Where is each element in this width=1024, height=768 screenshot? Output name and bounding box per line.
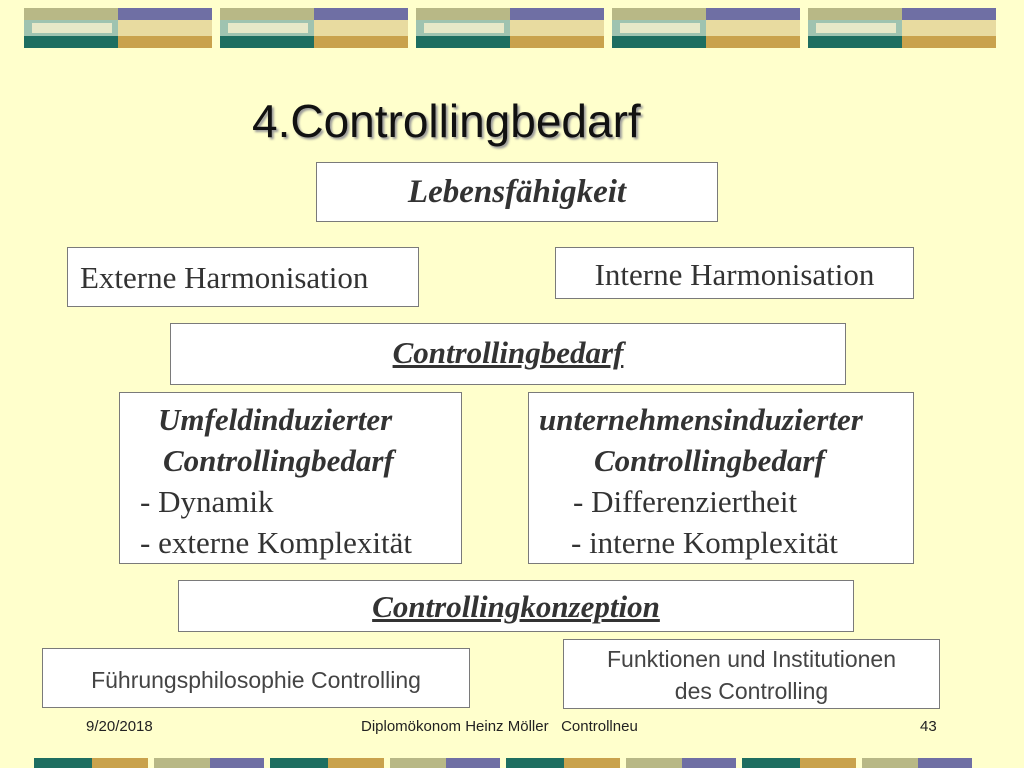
banner-tile [416,8,604,48]
funktionen-line-1: Funktionen und Institutionen [607,646,896,672]
banner-tile [808,8,996,48]
unternehmen-line-3: - Differenziertheit [573,484,798,519]
externe-harmonisation-label: Externe Harmonisation [80,260,369,295]
unternehmen-line-1: unternehmensinduzierter [539,402,863,437]
banner-tile [24,8,212,48]
umfeld-line-2: Controllingbedarf [163,443,394,478]
slide-title: 4.Controllingbedarf [252,95,641,147]
interne-harmonisation-label: Interne Harmonisation [594,257,875,292]
banner-tile [220,8,408,48]
umfeld-line-1: Umfeldinduzierter [158,402,393,437]
footer-page-number: 43 [920,718,937,735]
controllingbedarf-label: Controllingbedarf [392,335,624,370]
umfeld-box: Umfeldinduzierter Controllingbedarf - Dy… [119,392,462,564]
externe-harmonisation-box: Externe Harmonisation [67,247,419,307]
controllingkonzeption-box: Controllingkonzeption [178,580,854,632]
umfeld-line-3: - Dynamik [140,484,274,519]
footer-date: 9/20/2018 [86,718,153,735]
controllingbedarf-box: Controllingbedarf [170,323,846,385]
header-decoration-banner [0,8,1024,48]
funktionen-line-2: des Controlling [674,678,829,704]
fuehrungsphilosophie-label: Führungsphilosophie Controlling [91,667,421,693]
unternehmen-line-2: Controllingbedarf [594,443,825,478]
funktionen-box: Funktionen und Institutionen des Control… [563,639,940,709]
interne-harmonisation-box: Interne Harmonisation [555,247,914,299]
unternehmen-line-4: - interne Komplexität [571,525,838,560]
footer-author: Diplomökonom Heinz Möller Controllneu [361,718,638,735]
unternehmen-box: unternehmensinduzierter Controllingbedar… [528,392,914,564]
controllingkonzeption-label: Controllingkonzeption [372,589,660,624]
banner-tile [612,8,800,48]
footer-decoration-bar [0,758,1024,768]
umfeld-line-4: - externe Komplexität [140,525,413,560]
fuehrungsphilosophie-box: Führungsphilosophie Controlling [42,648,470,708]
lebensfaehigkeit-label: Lebensfähigkeit [407,174,627,210]
lebensfaehigkeit-box: Lebensfähigkeit [316,162,718,222]
